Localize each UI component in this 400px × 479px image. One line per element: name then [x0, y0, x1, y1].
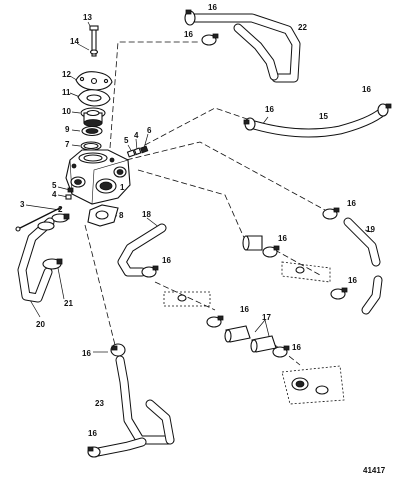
gasket-11	[77, 89, 111, 107]
engine-fittings	[163, 261, 345, 405]
gasket-8	[87, 204, 119, 227]
hose-20	[17, 217, 55, 303]
callout-18: 18	[142, 210, 151, 219]
callout-16-j: 16	[292, 343, 301, 352]
callout-16-g: 16	[162, 256, 171, 265]
seal-9	[81, 125, 103, 137]
thermostat-housing-1	[65, 149, 131, 205]
callout-16-c: 16	[265, 105, 274, 114]
callout-16-a: 16	[208, 3, 217, 12]
bolt-13	[89, 25, 99, 57]
callout-16-k: 16	[82, 349, 91, 358]
fittings-lower	[65, 187, 74, 200]
callout-5-lower: 5	[52, 181, 57, 190]
thermostat-10	[80, 107, 106, 127]
clamp-21	[37, 221, 63, 270]
callout-4-lower: 4	[52, 190, 57, 199]
callout-16-i: 16	[240, 305, 249, 314]
callout-15: 15	[319, 112, 328, 121]
clamp-2	[51, 213, 70, 223]
callout-5: 5	[124, 136, 129, 145]
drain-rod-3	[15, 206, 63, 232]
hose-18	[117, 223, 167, 277]
callout-1: 1	[120, 183, 125, 192]
hose-19	[322, 207, 383, 315]
callout-19: 19	[366, 225, 375, 234]
callout-17: 17	[262, 313, 271, 322]
callout-16-d: 16	[362, 85, 371, 94]
callout-16-l: 16	[88, 429, 97, 438]
callout-16-f: 16	[278, 234, 287, 243]
callout-21: 21	[64, 299, 73, 308]
callout-13: 13	[83, 13, 92, 22]
callout-16-h: 16	[348, 276, 357, 285]
dashed-connection-lines	[84, 41, 326, 366]
callout-10: 10	[62, 107, 71, 116]
callout-9: 9	[65, 125, 70, 134]
figure-number: 41417	[363, 466, 386, 475]
callout-23: 23	[95, 399, 104, 408]
callout-16-e: 16	[347, 199, 356, 208]
hose-23	[87, 343, 175, 458]
callout-labels: 13 14 12 11 10 9 7 5 4 6 1 8 3 4 5 2 21 …	[20, 3, 375, 438]
o-ring-7	[80, 141, 102, 151]
callout-11: 11	[62, 88, 71, 97]
callout-8: 8	[119, 211, 124, 220]
callout-14: 14	[70, 37, 79, 46]
cover-plate-12	[75, 71, 113, 91]
callout-20: 20	[36, 320, 45, 329]
clamps-hose-22	[184, 9, 219, 46]
sleeves-17	[224, 235, 277, 353]
callout-16-b: 16	[184, 30, 193, 39]
clamps-middle	[141, 245, 348, 358]
hose-22	[185, 13, 301, 83]
callout-4: 4	[134, 131, 139, 140]
callout-12: 12	[62, 70, 71, 79]
callout-22: 22	[298, 23, 307, 32]
callout-6: 6	[147, 126, 152, 135]
callout-2: 2	[58, 205, 63, 214]
hose-15	[243, 103, 392, 138]
fittings-upper	[126, 145, 149, 158]
callout-7: 7	[65, 140, 70, 149]
callout-3: 3	[20, 200, 25, 209]
